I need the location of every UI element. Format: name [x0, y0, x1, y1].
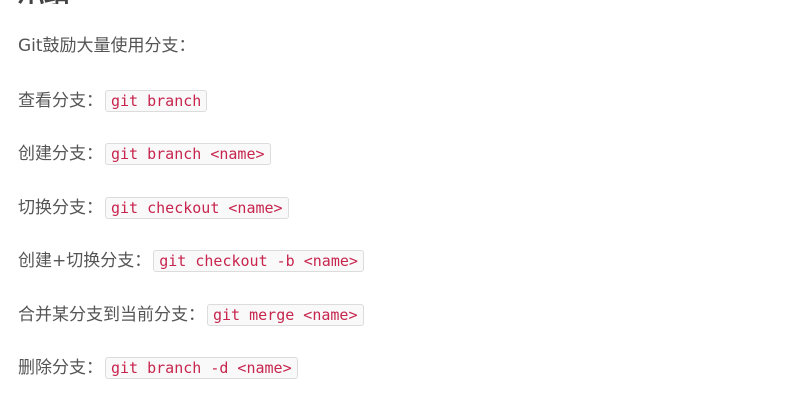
command-label: 查看分支：	[18, 91, 103, 111]
command-code: git merge <name>	[207, 304, 364, 326]
command-line-delete-branch: 删除分支： git branch -d <name>	[18, 356, 298, 380]
command-label: 合并某分支到当前分支：	[18, 305, 205, 325]
command-code: git checkout -b <name>	[153, 250, 364, 272]
command-line-create-switch-branch: 创建+切换分支： git checkout -b <name>	[18, 249, 364, 273]
command-label: 删除分支：	[18, 358, 103, 378]
command-line-merge-branch: 合并某分支到当前分支： git merge <name>	[18, 303, 364, 327]
command-code: git checkout <name>	[105, 197, 289, 219]
command-label: 切换分支：	[18, 198, 103, 218]
command-line-create-branch: 创建分支： git branch <name>	[18, 142, 271, 166]
command-code: git branch <name>	[105, 143, 271, 165]
command-code: git branch -d <name>	[105, 357, 298, 379]
command-line-switch-branch: 切换分支： git checkout <name>	[18, 196, 289, 220]
command-line-view-branches: 查看分支： git branch	[18, 89, 208, 113]
intro-text: Git鼓励大量使用分支：	[18, 36, 196, 56]
command-label: 创建+切换分支：	[18, 251, 152, 271]
command-code: git branch	[105, 90, 208, 112]
section-heading: 小结	[18, 0, 70, 4]
command-label: 创建分支：	[18, 144, 103, 164]
